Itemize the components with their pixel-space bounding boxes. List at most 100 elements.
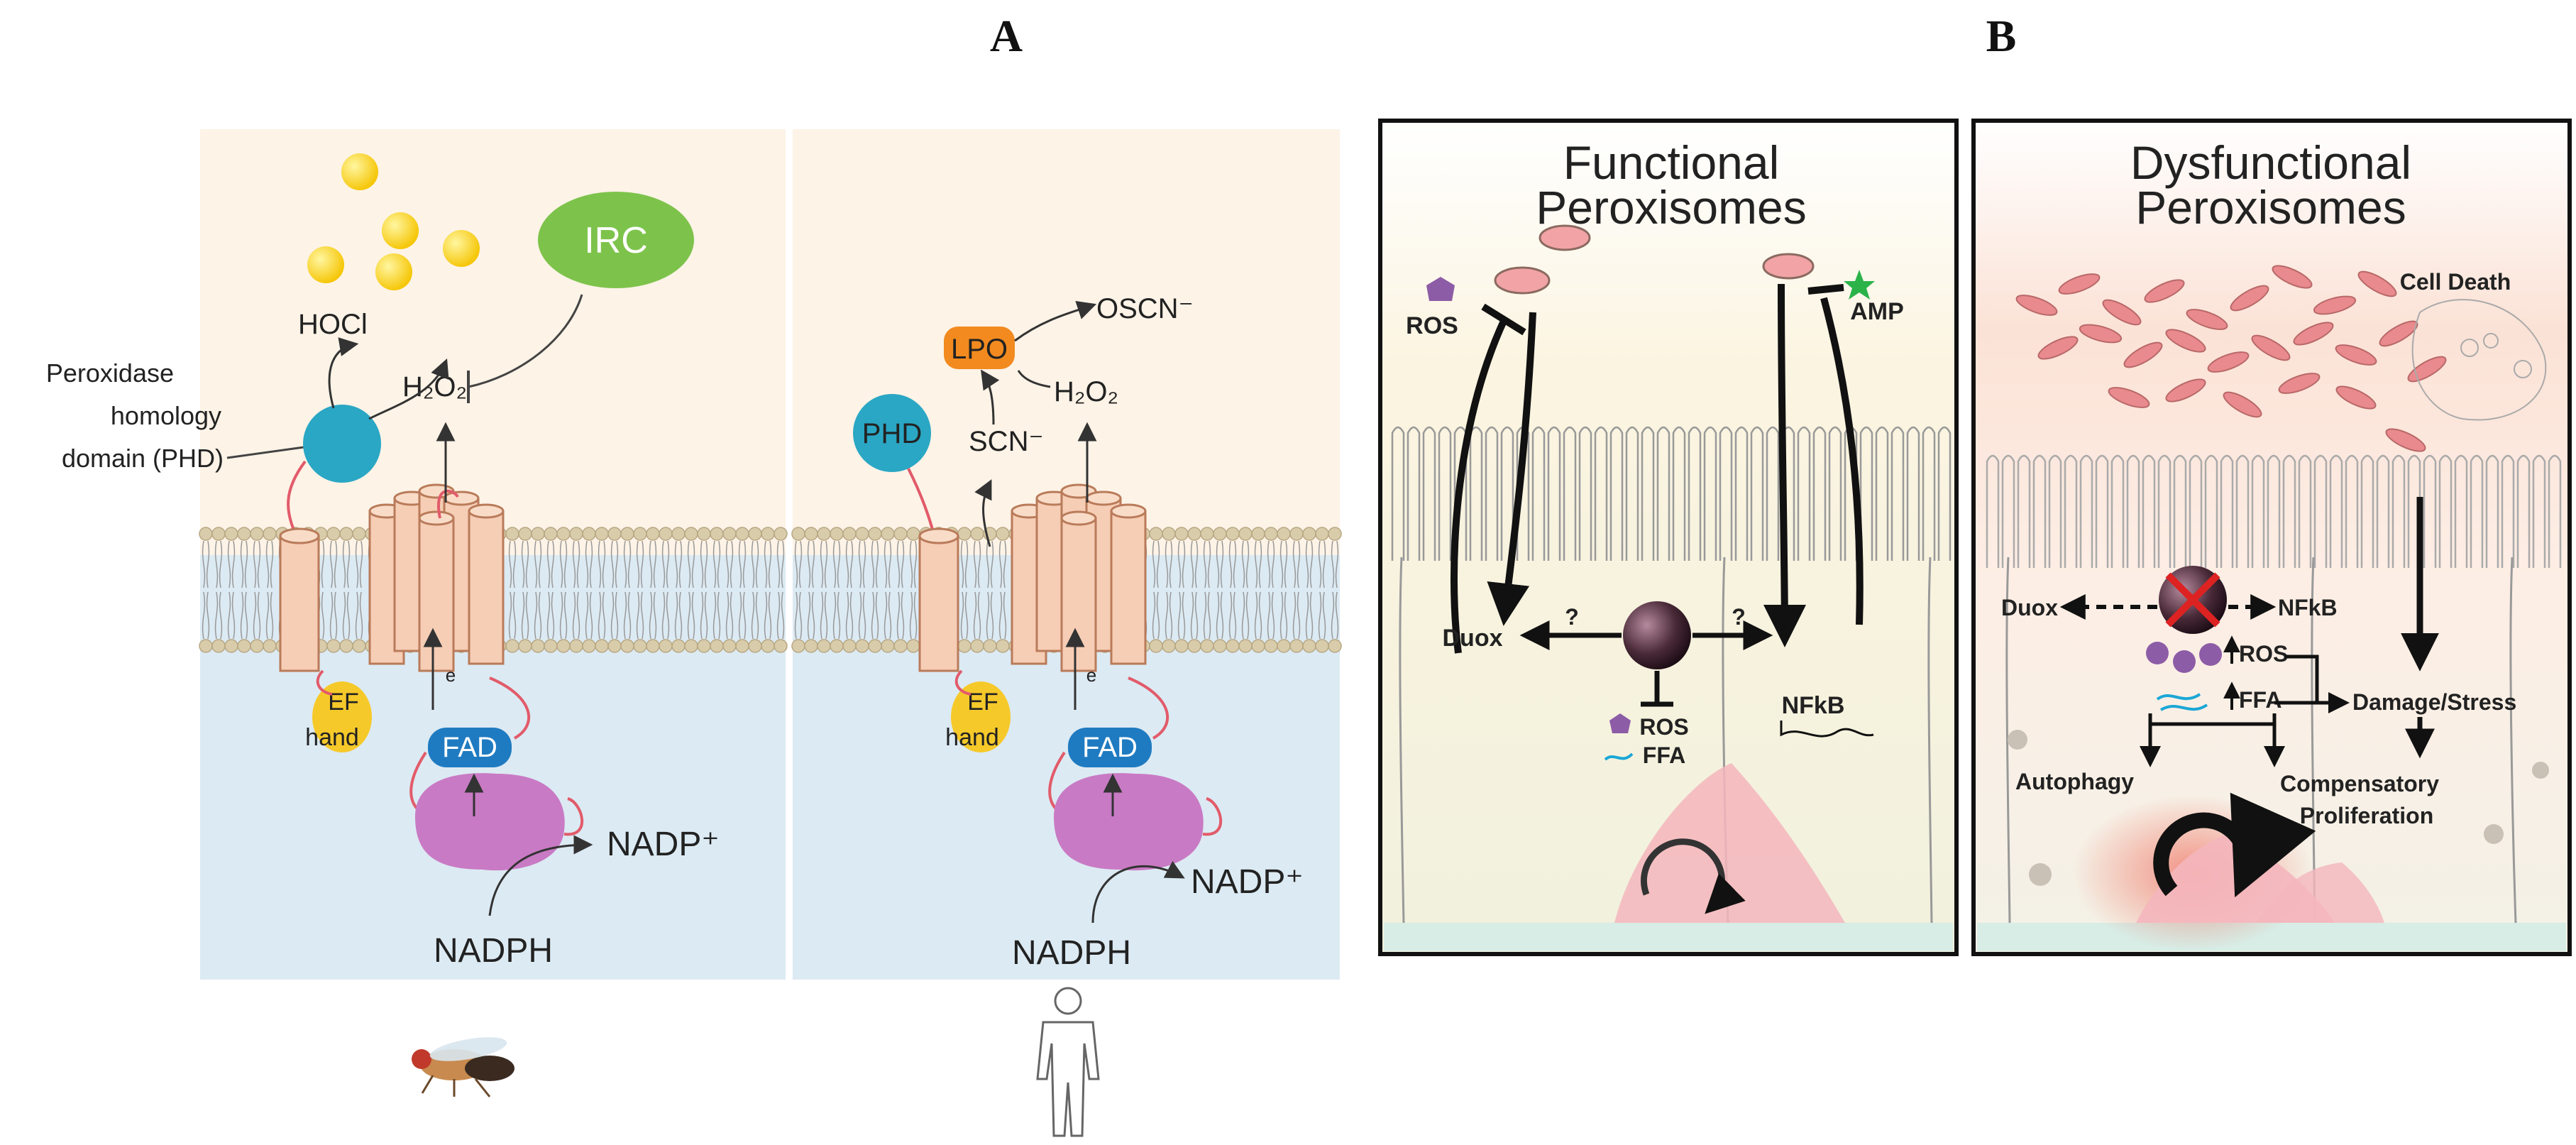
duox-label: Duox xyxy=(2001,595,2058,620)
ffa-label: FFA xyxy=(1643,743,1685,768)
proliferation-arrow xyxy=(1641,838,1746,914)
lpo-enzyme xyxy=(944,327,1015,369)
peroxisome xyxy=(1539,224,1591,251)
peroxisome-fragment xyxy=(2293,322,2334,346)
fad-domain xyxy=(1068,728,1152,767)
tm-helix-single xyxy=(918,527,959,672)
lumen-bg xyxy=(200,129,786,555)
panel-b-label: B xyxy=(1986,11,2017,61)
panel-b-dysfunctional: Dysfunctional Peroxisomes Cell Death Duo… xyxy=(1971,119,2572,956)
nadp-label: NADP⁺ xyxy=(1191,863,1304,901)
question-mark-left: ? xyxy=(1565,604,1579,630)
bacteria-dot xyxy=(341,153,378,190)
ros-molecule xyxy=(2146,642,2169,664)
electron-label: e xyxy=(446,664,456,686)
ef-label: EF xyxy=(328,689,358,716)
hand-label: hand xyxy=(305,724,359,751)
dysfunctional-title-1: Dysfunctional xyxy=(2130,136,2411,189)
peroxisome-fragments xyxy=(2015,265,2547,452)
peroxisome-fragment xyxy=(2230,285,2269,312)
hocl-label: HOCl xyxy=(298,309,368,340)
irc-inhibition-line xyxy=(468,294,583,388)
nadph-label: NADPH xyxy=(434,932,553,970)
peroxisome-fragment xyxy=(2313,295,2357,315)
peroxisome-fragment xyxy=(2079,324,2123,344)
peroxisome-fragment xyxy=(2108,387,2150,408)
ef-hand-domain xyxy=(312,681,372,752)
ros-molecule xyxy=(1609,713,1631,733)
nfkb-label: NFkB xyxy=(2278,595,2338,620)
ros-label: ROS xyxy=(2239,641,2288,667)
question-mark-right: ? xyxy=(1732,604,1746,630)
peroxisome-fragment xyxy=(2385,428,2426,452)
compensatory-label: Compensatory xyxy=(2280,771,2439,796)
dehydrogenase-domain xyxy=(1054,773,1204,871)
ef-hand-domain xyxy=(951,681,1011,752)
irc-node xyxy=(538,192,694,288)
nox-tm-cluster xyxy=(368,483,505,672)
lpo-label: LPO xyxy=(951,334,1008,365)
peroxisome-fragment xyxy=(2015,295,2058,316)
ros-molecule xyxy=(1426,277,1455,301)
fly-icon xyxy=(412,1037,514,1097)
peroxisome-fragment xyxy=(2165,378,2206,402)
amp-label: AMP xyxy=(1850,298,1904,325)
ffa-squiggle xyxy=(2156,693,2208,711)
peroxisome-fragment xyxy=(2123,341,2163,368)
nadp-label: NADP⁺ xyxy=(607,826,720,863)
peroxisome-fragment xyxy=(2357,270,2397,297)
phd-label: PHD xyxy=(862,418,922,449)
peroxisome-fragment xyxy=(2144,279,2185,303)
human-icon xyxy=(1036,987,1100,1137)
proliferating-cell xyxy=(1614,763,1845,923)
phd-label-2: homology xyxy=(111,401,221,430)
peroxisome-hub xyxy=(1623,601,1691,669)
peroxisome-fragment xyxy=(2251,334,2291,361)
nfkb-label: NFkB xyxy=(1782,692,1845,719)
autophagy-label: Autophagy xyxy=(2015,769,2134,794)
h2o2-label: H₂O₂ xyxy=(1054,376,1118,407)
duox-label: Duox xyxy=(1443,625,1503,652)
peroxisome-fragment xyxy=(2058,273,2101,295)
peroxisome-fragment xyxy=(2186,309,2228,330)
peroxisome-fragment xyxy=(2407,356,2447,383)
nox-tm-cluster xyxy=(1011,483,1147,672)
bacteria-dot xyxy=(443,230,480,267)
peroxisome-fragment xyxy=(2165,329,2206,353)
ffa-label: FFA xyxy=(2239,687,2281,713)
phd-domain xyxy=(303,405,381,483)
damage-stress-label: Damage/Stress xyxy=(2352,689,2516,715)
peroxisome xyxy=(1494,266,1551,295)
dna-squiggle xyxy=(1780,721,1874,738)
peroxisome-fragment xyxy=(2335,344,2377,366)
irc-label: IRC xyxy=(584,220,648,261)
amp-star xyxy=(1844,270,1875,300)
ros-label: ROS xyxy=(1639,714,1688,740)
hand-label: hand xyxy=(945,724,999,751)
proliferation-label: Proliferation xyxy=(2300,803,2433,828)
peroxisome xyxy=(1762,253,1815,280)
oscn-label: OSCN⁻ xyxy=(1096,293,1194,324)
lumen-bg xyxy=(793,129,1340,555)
panel-b-functional: Functional Peroxisomes ROS AMP ? ? Duox … xyxy=(1378,119,1959,956)
peroxisome-fragment xyxy=(2037,336,2079,360)
peroxisome-fragment xyxy=(2223,391,2262,418)
bacteria-dot xyxy=(307,246,344,283)
scn-label: SCN⁻ xyxy=(969,426,1044,457)
functional-title-2: Peroxisomes xyxy=(1536,181,1806,234)
peroxisome-fragment xyxy=(2335,385,2377,410)
ef-label: EF xyxy=(967,689,998,716)
phd-domain xyxy=(853,394,931,472)
phd-label-1: Peroxidase xyxy=(46,358,174,388)
tm-helix-single xyxy=(279,527,320,672)
bacteria-dot xyxy=(382,212,419,249)
peroxisome-fragment xyxy=(2278,373,2321,394)
peroxisome-fragment xyxy=(2207,351,2250,373)
panel-a-left: IRC HOCl H₂O₂ Peroxidase homology domain… xyxy=(46,129,788,980)
peroxisome-fragment xyxy=(2272,265,2313,289)
panel-a-label: A xyxy=(990,11,1023,61)
dehydrogenase-domain xyxy=(415,773,565,871)
microvilli xyxy=(1986,454,2562,568)
peroxisome-fragment xyxy=(2102,299,2142,326)
fad-domain xyxy=(428,728,512,767)
